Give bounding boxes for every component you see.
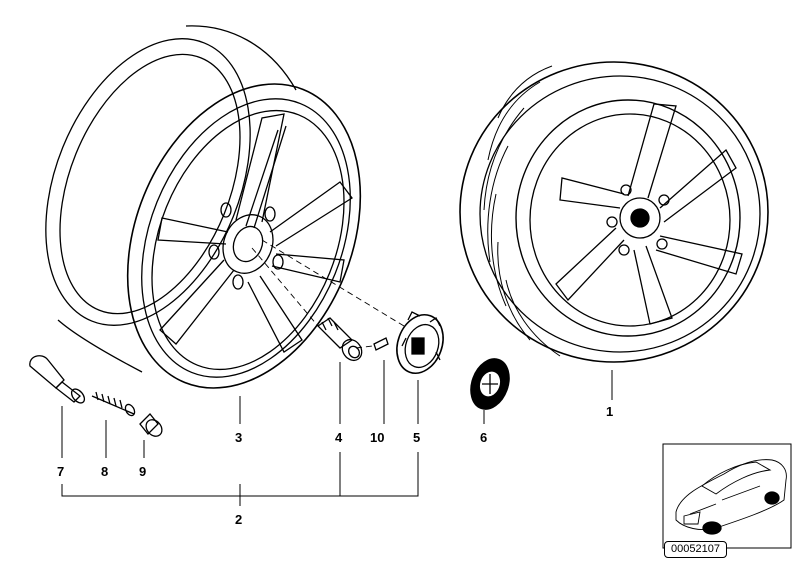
- callout-labels: 1 2 3 4 5 6 7 8 9 10: [57, 404, 613, 527]
- complete-wheel-illustration: [459, 61, 769, 363]
- callout-8: 8: [101, 464, 108, 479]
- leader-lines: [61, 360, 613, 506]
- tire-tread: [483, 65, 561, 357]
- callout-2: 2: [235, 512, 242, 527]
- callout-9: 9: [139, 464, 146, 479]
- diagram-reference-number: 00052107: [664, 541, 727, 558]
- callout-1: 1: [606, 404, 613, 419]
- callout-3: 3: [235, 430, 242, 445]
- callout-10: 10: [370, 430, 384, 445]
- rim-illustration: [45, 25, 362, 389]
- assembly-lines: [251, 239, 405, 349]
- callout-5: 5: [413, 430, 420, 445]
- thumbnail-frame: [662, 443, 792, 549]
- valve-illustration: [29, 355, 86, 404]
- clip-illustration: [373, 337, 389, 351]
- valve-core-illustration: [91, 391, 136, 417]
- hub-cap-illustration: [396, 311, 444, 374]
- emblem-illustration: [470, 358, 510, 410]
- wheel-bolt-illustration: [316, 317, 363, 362]
- valve-cap-illustration: [139, 413, 163, 437]
- vehicle-thumbnail: [662, 443, 792, 549]
- rear-wheel-highlight: [764, 491, 780, 505]
- callout-7: 7: [57, 464, 64, 479]
- front-wheel-highlight: [702, 521, 722, 535]
- callout-4: 4: [335, 430, 343, 445]
- callout-6: 6: [480, 430, 487, 445]
